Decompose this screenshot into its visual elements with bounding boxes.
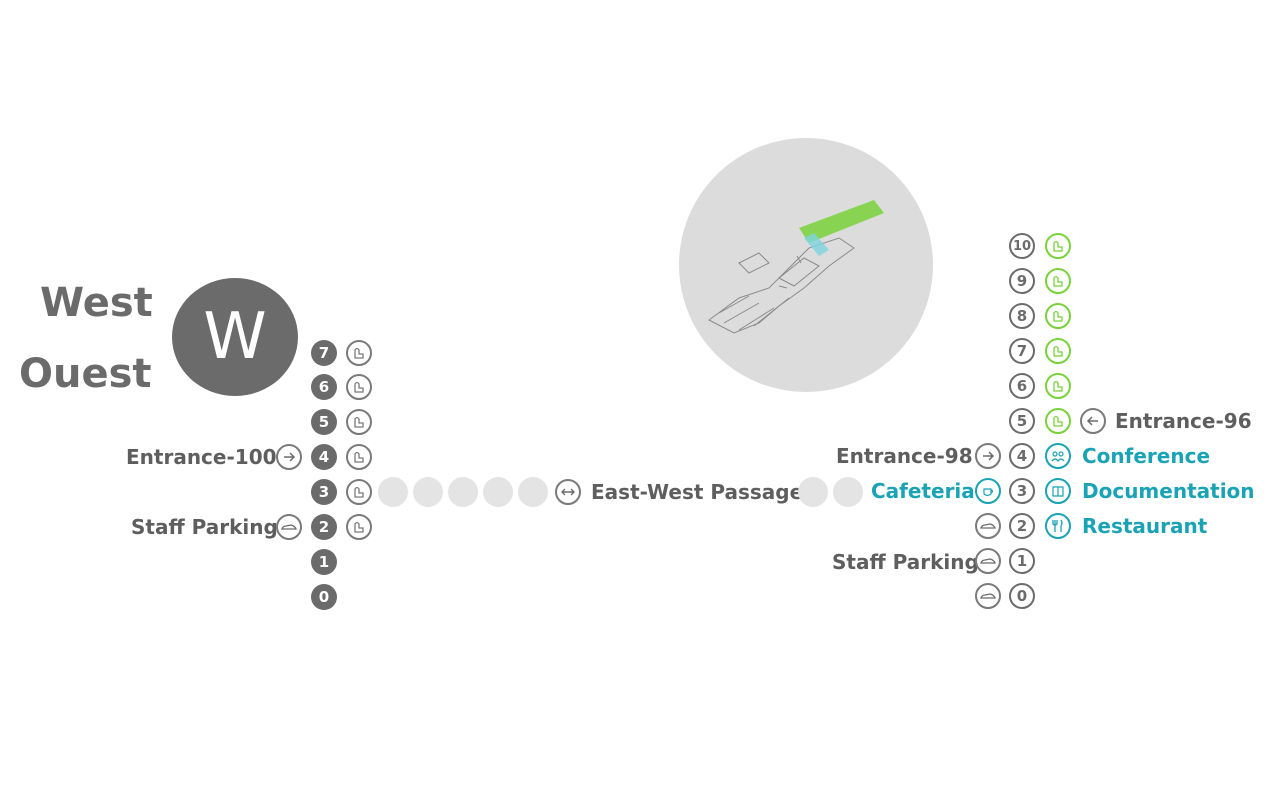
car-icon <box>975 548 1001 574</box>
east-floor-6[interactable]: 6 <box>1009 373 1035 399</box>
arrow-right-icon <box>975 443 1001 469</box>
west-floor-5[interactable]: 5 <box>311 409 337 435</box>
east-floor-9[interactable]: 9 <box>1009 268 1035 294</box>
passage-dot <box>413 477 443 507</box>
passage-dot <box>798 477 828 507</box>
building-icon <box>1045 303 1071 329</box>
building-map[interactable] <box>679 138 933 392</box>
west-title: West <box>40 280 153 326</box>
building-icon <box>1045 268 1071 294</box>
east-parking-label: Staff Parking <box>832 550 979 574</box>
car-icon <box>276 514 302 540</box>
west-floor-3[interactable]: 3 <box>311 479 337 505</box>
arrow-both-icon <box>555 479 581 505</box>
building-icon <box>346 479 372 505</box>
documentation-label: Documentation <box>1082 479 1255 503</box>
arrow-left-icon <box>1080 408 1106 434</box>
west-floor-2[interactable]: 2 <box>311 514 337 540</box>
passage-label: East-West Passage <box>591 480 804 504</box>
west-badge-letter: W <box>203 300 267 374</box>
building-icon <box>346 514 372 540</box>
fork-knife-icon <box>1045 513 1071 539</box>
east-floor-4[interactable]: 4 <box>1009 443 1035 469</box>
east-floor-7[interactable]: 7 <box>1009 338 1035 364</box>
cafeteria-label: Cafeteria <box>871 479 975 503</box>
building-icon <box>346 340 372 366</box>
people-icon <box>1045 443 1071 469</box>
building-icon <box>346 374 372 400</box>
building-icon <box>1045 408 1071 434</box>
building-icon <box>1045 338 1071 364</box>
west-entrance-label: Entrance-100 <box>126 445 277 469</box>
east-floor-3[interactable]: 3 <box>1009 478 1035 504</box>
building-icon <box>1045 373 1071 399</box>
building-icon <box>1045 233 1071 259</box>
ouest-title: Ouest <box>19 351 152 397</box>
west-floor-4[interactable]: 4 <box>311 444 337 470</box>
east-floor-0[interactable]: 0 <box>1009 583 1035 609</box>
passage-dot <box>833 477 863 507</box>
building-icon <box>346 444 372 470</box>
passage-dot <box>483 477 513 507</box>
east-floor-10[interactable]: 10 <box>1009 233 1035 259</box>
east-floor-8[interactable]: 8 <box>1009 303 1035 329</box>
west-floor-0[interactable]: 0 <box>311 584 337 610</box>
west-floor-1[interactable]: 1 <box>311 549 337 575</box>
west-parking-label: Staff Parking <box>131 515 278 539</box>
east-floor-2[interactable]: 2 <box>1009 513 1035 539</box>
arrow-right-icon <box>276 444 302 470</box>
east-entrance-98-label: Entrance-98 <box>836 444 973 468</box>
passage-dot <box>448 477 478 507</box>
east-entrance-96-label: Entrance-96 <box>1115 409 1252 433</box>
car-icon <box>975 513 1001 539</box>
building-icon <box>346 409 372 435</box>
west-floor-6[interactable]: 6 <box>311 374 337 400</box>
east-floor-5[interactable]: 5 <box>1009 408 1035 434</box>
car-icon <box>975 583 1001 609</box>
east-floor-1[interactable]: 1 <box>1009 548 1035 574</box>
west-floor-7[interactable]: 7 <box>311 340 337 366</box>
book-icon <box>1045 478 1071 504</box>
passage-dot <box>378 477 408 507</box>
building-map-drawing <box>708 200 884 334</box>
restaurant-label: Restaurant <box>1082 514 1208 538</box>
coffee-icon <box>975 478 1001 504</box>
conference-label: Conference <box>1082 444 1211 468</box>
passage-dot <box>518 477 548 507</box>
west-badge: W <box>172 278 298 396</box>
